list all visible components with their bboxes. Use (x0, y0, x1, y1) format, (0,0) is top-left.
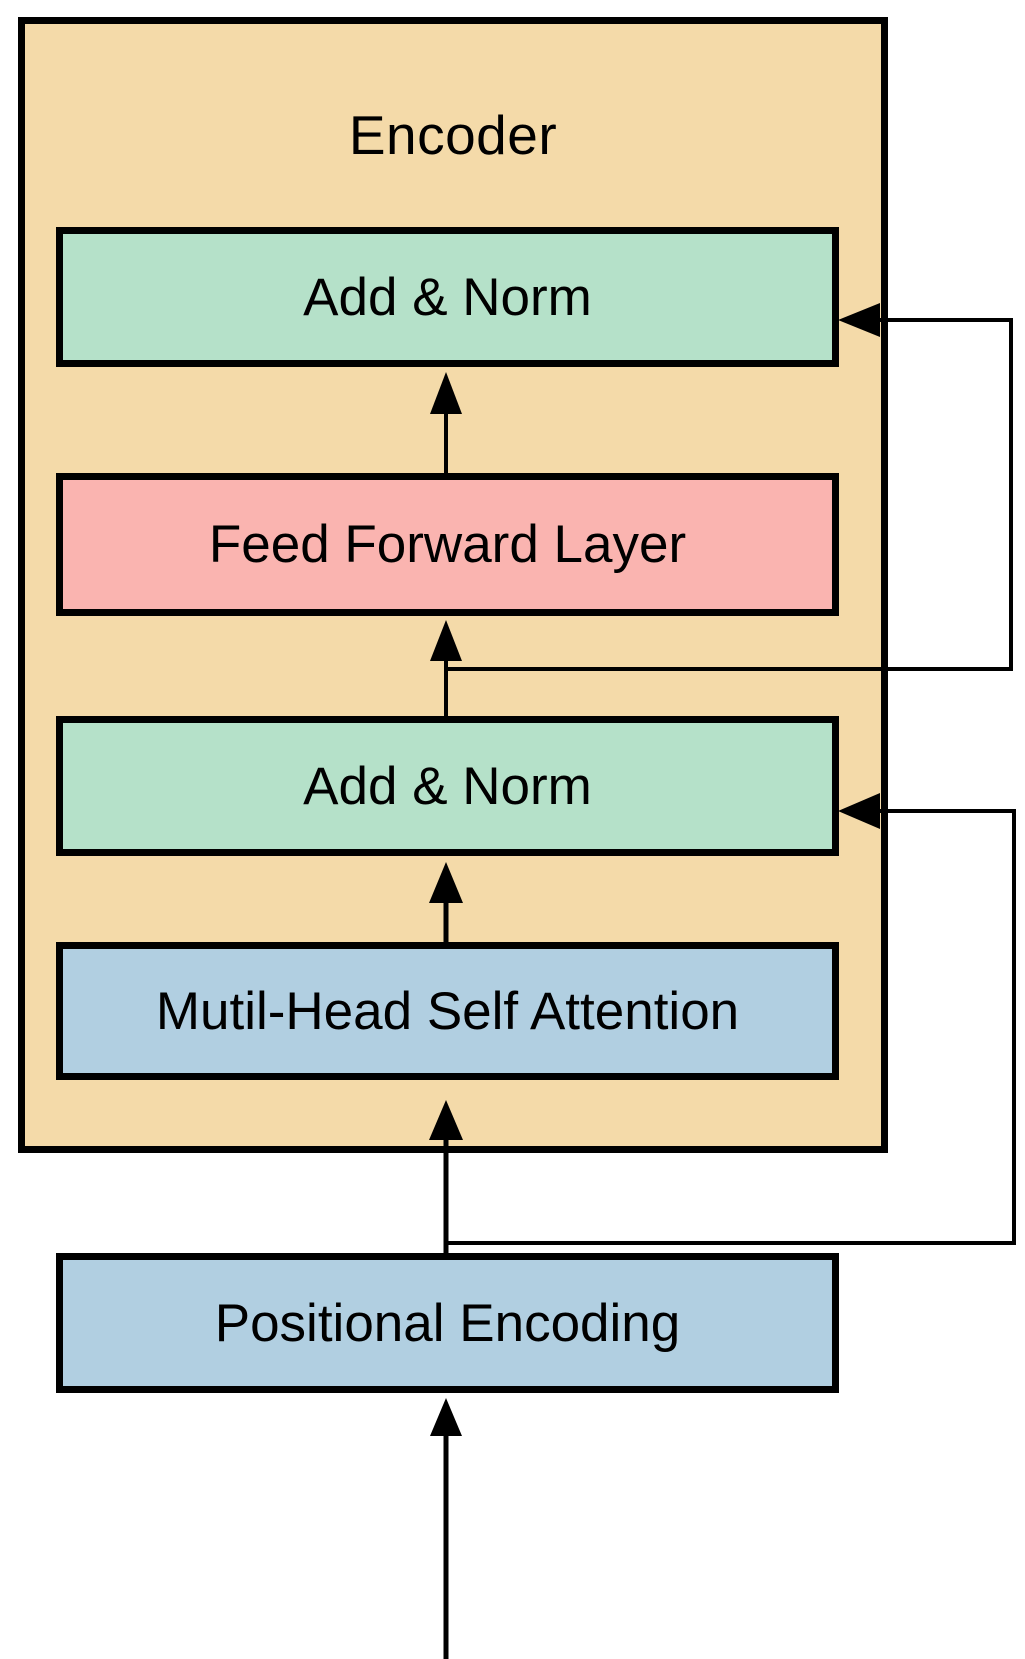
node-multi-head-self-attention[interactable]: Mutil-Head Self Attention (56, 942, 839, 1080)
node-add-norm-bottom-label: Add & Norm (303, 756, 592, 816)
node-add-norm-top[interactable]: Add & Norm (56, 227, 839, 367)
node-feed-forward-layer[interactable]: Feed Forward Layer (56, 473, 839, 616)
edge-input-to-positional (430, 1398, 462, 1659)
node-add-norm-top-label: Add & Norm (303, 267, 592, 327)
node-add-norm-bottom[interactable]: Add & Norm (56, 716, 839, 856)
node-positional-encoding-label: Positional Encoding (214, 1293, 681, 1353)
encoder-title: Encoder (348, 104, 558, 166)
node-positional-encoding[interactable]: Positional Encoding (56, 1253, 839, 1393)
node-feed-forward-layer-label: Feed Forward Layer (208, 515, 687, 574)
node-multi-head-self-attention-label: Mutil-Head Self Attention (155, 981, 740, 1041)
